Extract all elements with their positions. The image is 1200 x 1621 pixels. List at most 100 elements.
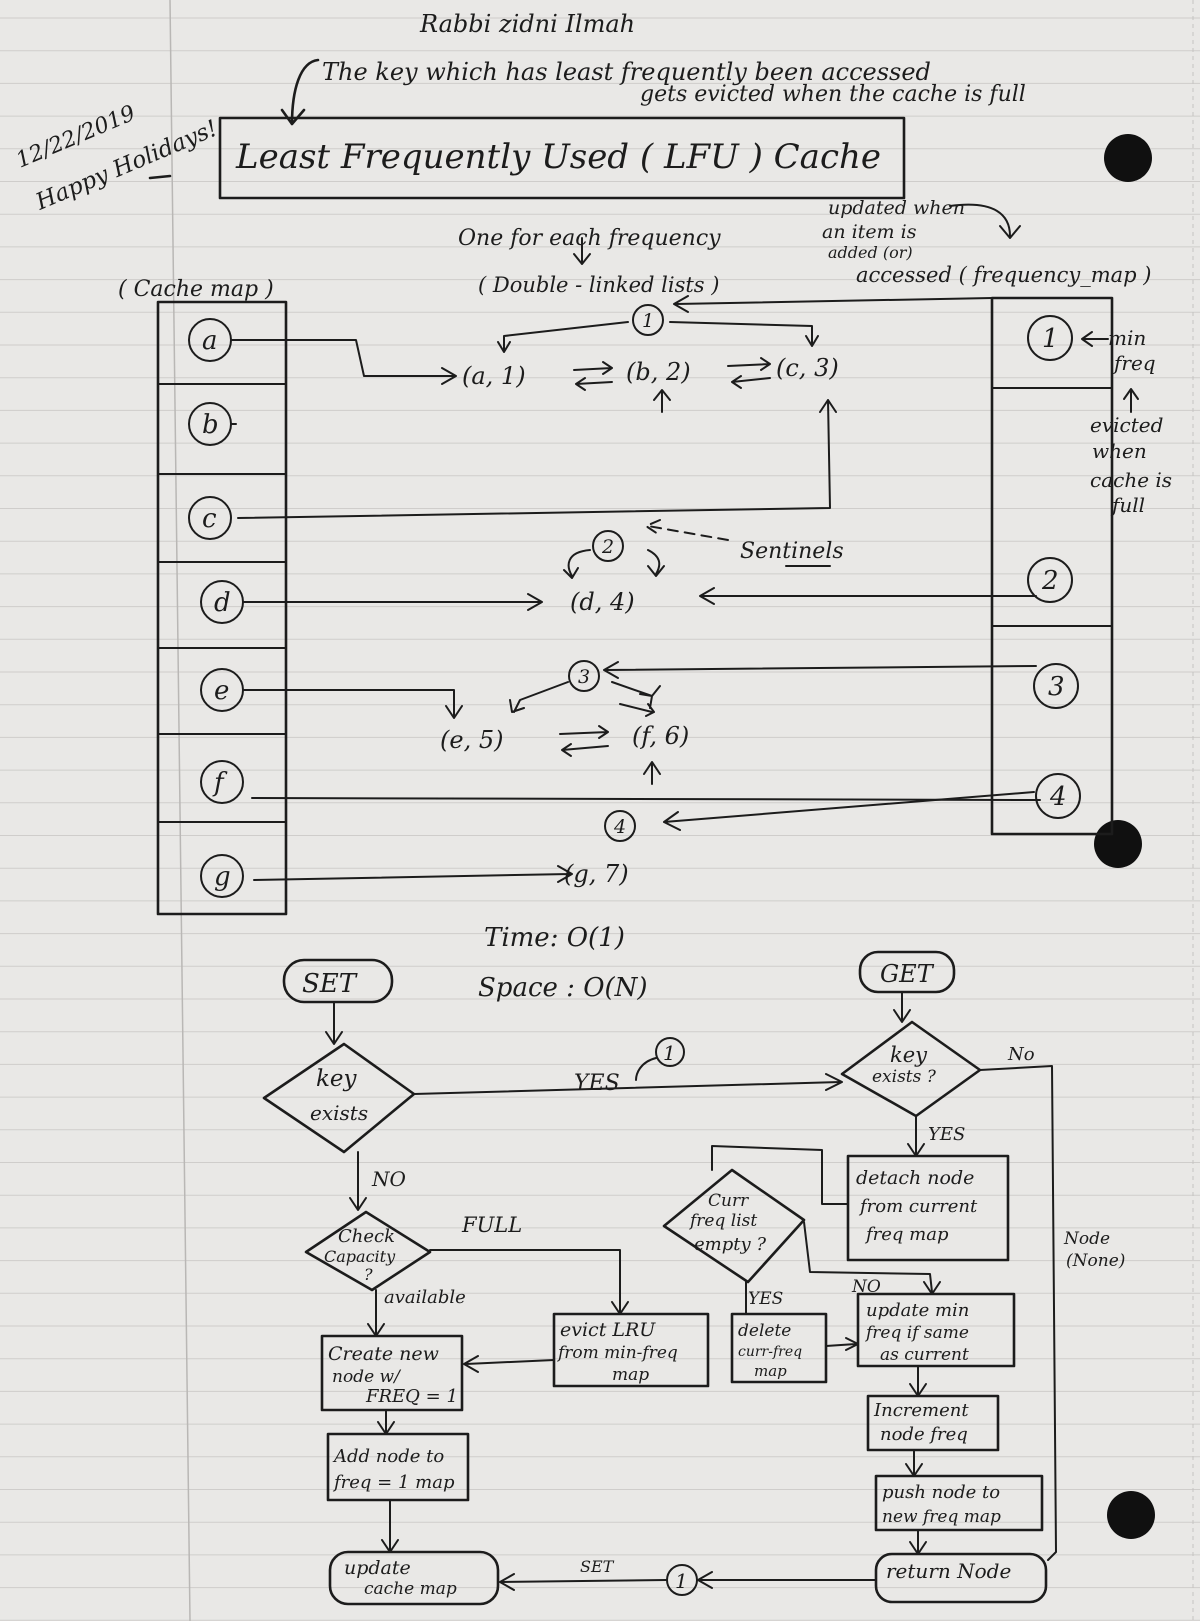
curr-yes-label: YES bbox=[748, 1289, 783, 1309]
cache-key-circle bbox=[200, 854, 244, 898]
one-per-freq-arrow bbox=[573, 237, 591, 265]
cache-dividers bbox=[157, 383, 287, 823]
available-label: available bbox=[384, 1287, 466, 1308]
create-node-2: node w/ bbox=[332, 1367, 402, 1387]
map-f-to-node bbox=[251, 761, 1041, 801]
node-none-2: (None) bbox=[1066, 1251, 1125, 1271]
note-arrow bbox=[280, 58, 320, 126]
add-to-update-cache bbox=[381, 1499, 399, 1553]
set-yes-marker bbox=[655, 1037, 685, 1067]
get-yes-label: YES bbox=[928, 1124, 965, 1145]
detach-node-box bbox=[846, 1154, 1010, 1262]
dll-label: ( Double - linked lists ) bbox=[478, 273, 719, 297]
sentinel-circle bbox=[632, 304, 664, 336]
list-node-f6: (f, 6) bbox=[632, 722, 689, 750]
cache-key-circle bbox=[200, 760, 244, 804]
cache-key-e: e bbox=[214, 676, 229, 706]
delete-curr-2: curr-freq bbox=[738, 1344, 802, 1360]
cache-key-c: c bbox=[202, 504, 217, 534]
detach-node-1: detach node bbox=[856, 1167, 974, 1189]
frequency-map-column bbox=[990, 296, 1114, 836]
sentinels-arrow bbox=[645, 519, 729, 541]
cache-key-circle bbox=[188, 496, 232, 540]
evicted-label-2: when bbox=[1092, 439, 1147, 463]
evicted-label-1: evicted bbox=[1090, 413, 1163, 437]
update-cache-1: update bbox=[344, 1557, 411, 1579]
available-arrow bbox=[367, 1289, 385, 1337]
cache-map-column bbox=[156, 300, 288, 916]
sentinel-3: 3 bbox=[578, 666, 590, 688]
get-to-exists bbox=[893, 991, 911, 1023]
curr-empty-diamond bbox=[662, 1168, 806, 1284]
return-node-box bbox=[874, 1552, 1048, 1604]
set-terminal bbox=[282, 958, 394, 1004]
curr-empty-2: freq list bbox=[688, 1211, 757, 1231]
sentinel-circle bbox=[592, 530, 624, 562]
list-node-a1: (a, 1) bbox=[462, 362, 526, 390]
evict-to-create bbox=[463, 1355, 555, 1373]
cache-key-g: g bbox=[214, 862, 231, 892]
map-b-to-node bbox=[231, 389, 671, 425]
list-node-c3: (c, 3) bbox=[776, 354, 839, 382]
push-node-1: push node to bbox=[882, 1482, 1000, 1503]
detach-node-2: from current bbox=[858, 1196, 978, 1217]
push-to-return bbox=[909, 1529, 927, 1555]
note-line-2: gets evicted when the cache is full bbox=[640, 82, 1026, 107]
frequency-key-1: 1 bbox=[1042, 324, 1059, 354]
check-capacity-1: Check bbox=[338, 1226, 395, 1247]
sentinel2-fan bbox=[563, 549, 665, 579]
push-node-box bbox=[874, 1474, 1044, 1532]
frequency-key-circle bbox=[1035, 773, 1081, 819]
link-b-c bbox=[727, 357, 771, 389]
set-key-exists-diamond bbox=[262, 1042, 416, 1154]
link-e-f bbox=[559, 725, 609, 757]
sentinel-2: 2 bbox=[601, 536, 614, 558]
sentinel-circle bbox=[568, 660, 600, 692]
cache-key-f: f bbox=[212, 768, 228, 798]
sentinels-label: Sentinels bbox=[740, 539, 844, 564]
get-label: GET bbox=[880, 960, 935, 988]
check-capacity-diamond bbox=[304, 1210, 432, 1292]
return-to-marker bbox=[697, 1571, 877, 1589]
fmap1-to-sentinel1 bbox=[673, 295, 993, 313]
top-line-text: Rabbi zidni Ilmah bbox=[419, 10, 635, 38]
delete-to-update-min bbox=[825, 1337, 859, 1351]
one-per-freq-label: One for each frequency bbox=[458, 226, 721, 251]
sentinel-circle bbox=[604, 810, 636, 842]
fmap3-to-sentinel3 bbox=[603, 661, 1037, 679]
set-yes-marker-tail bbox=[635, 1057, 657, 1081]
min-freq-arrow bbox=[1081, 331, 1109, 347]
set-small-label: SET bbox=[580, 1557, 615, 1576]
update-min-2: freq if same bbox=[864, 1323, 969, 1343]
get-yes-arrow bbox=[907, 1115, 925, 1157]
evicted-label-3: cache is bbox=[1090, 468, 1172, 492]
map-c-to-node bbox=[237, 399, 837, 519]
curr-empty-1: Curr bbox=[708, 1191, 749, 1211]
fmap2-to-d bbox=[699, 587, 1037, 605]
note-line-1: The key which has least frequently been … bbox=[322, 58, 931, 86]
binder-hole-top bbox=[1104, 134, 1152, 182]
curr-empty-3: empty ? bbox=[694, 1234, 766, 1255]
return-marker-num: 1 bbox=[675, 1569, 688, 1593]
get-key-exists-1: key bbox=[890, 1043, 928, 1067]
updated-when-line1: updated when bbox=[828, 197, 965, 219]
frequency-key-2: 2 bbox=[1041, 566, 1059, 596]
freq-dividers bbox=[991, 387, 1113, 627]
delete-curr-1: delete bbox=[738, 1321, 791, 1341]
check-capacity-3: ? bbox=[364, 1265, 373, 1284]
list-node-e5: (e, 5) bbox=[440, 726, 503, 754]
incr-to-push bbox=[905, 1449, 923, 1477]
updated-when-arrow bbox=[949, 203, 1021, 239]
marker-to-update-cache bbox=[499, 1573, 667, 1591]
title-box bbox=[218, 116, 906, 200]
update-min-3: as current bbox=[880, 1345, 969, 1365]
cache-key-a: a bbox=[202, 326, 218, 356]
fmap4-to-sentinel4 bbox=[663, 791, 1035, 831]
add-node-box bbox=[326, 1432, 470, 1502]
map-d-to-node bbox=[243, 593, 543, 611]
add-node-2: freq = 1 map bbox=[332, 1472, 455, 1493]
frequency-key-3: 3 bbox=[1048, 672, 1065, 702]
